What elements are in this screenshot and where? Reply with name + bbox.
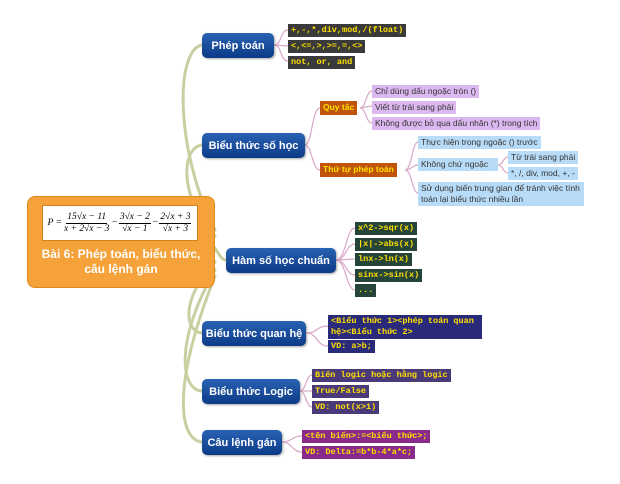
leaf-ham-ln[interactable]: lnx->ln(x) (355, 253, 413, 266)
formula-den-3: √x + 3 (162, 223, 189, 234)
leaf-khong-ngoac-2[interactable]: *, /, div, mod, +, - (508, 167, 578, 180)
formula-lhs: P = (47, 218, 62, 228)
leaf-ham-abs[interactable]: |x|->abs(x) (355, 238, 418, 251)
leaf-ham-sin[interactable]: sinx->sin(x) (355, 269, 423, 282)
branch-line-gan (181, 274, 217, 444)
leaf-khong-ngoac-1[interactable]: Từ trái sang phải (508, 151, 579, 164)
topic-bieu-thuc-logic[interactable]: Biểu thức Logic (202, 379, 300, 404)
formula-fraction-1: 15√x − 11 x + 2√x − 3 (63, 212, 110, 235)
leaf-arith-ops[interactable]: +,-,*,div,mod,/(float) (288, 24, 407, 37)
leaf-logic-example[interactable]: VD: not(x>1) (312, 401, 380, 414)
topic-phep-toan[interactable]: Phép toán (202, 33, 274, 58)
formula-num-2: 3√x − 2 (118, 211, 151, 224)
leaf-quy-tac-2[interactable]: Viết từ trái sang phải (372, 101, 457, 114)
formula-num-1: 15√x − 11 (66, 211, 108, 224)
leaf-thu-tu-1[interactable]: Thực hiện trong ngoặc () trước (418, 136, 541, 149)
leaf-logic-1[interactable]: Biến logic hoặc hằng logic (312, 369, 451, 382)
leaf-gan-syntax[interactable]: <tên biến>:=<biểu thức>; (302, 430, 431, 443)
formula-op-2: − (151, 218, 159, 228)
topic-bieu-thuc-so-hoc[interactable]: Biểu thức số học (202, 133, 305, 158)
leaf-relational-ops[interactable]: <,<=,>,>=,=,<> (288, 40, 366, 53)
formula-fraction-3: 2√x + 3 √x + 3 (159, 211, 192, 235)
topic-cau-lenh-gan[interactable]: Câu lệnh gán (202, 430, 282, 455)
leaf-quy-tac-1[interactable]: Chỉ dùng dấu ngoặc tròn () (372, 85, 480, 98)
leaf-ham-sqr[interactable]: x^2->sqr(x) (355, 222, 418, 235)
subtopic-quy-tac[interactable]: Quy tắc (320, 101, 358, 115)
subtopic-thu-tu-phep-toan[interactable]: Thứ tự phép toán (320, 163, 397, 177)
formula-fraction-2: 3√x − 2 √x − 1 (118, 211, 151, 235)
leaf-gan-example[interactable]: VD: Delta:=b*b-4*a*c; (302, 446, 416, 459)
central-title: Bài 6: Phép toán, biểu thức, câu lệnh gá… (41, 247, 201, 276)
central-topic[interactable]: P = 15√x − 11 x + 2√x − 3 − 3√x − 2 √x −… (27, 196, 215, 288)
leaf-ham-more[interactable]: ... (355, 284, 377, 297)
formula-op-1: − (111, 218, 118, 228)
leaf-thu-tu-3[interactable]: Sử dụng biến trung gian để tránh việc tí… (418, 182, 584, 206)
topic-bieu-thuc-quan-he[interactable]: Biểu thức quan hệ (202, 321, 306, 346)
leaf-quan-he-example[interactable]: VD: a>b; (328, 340, 375, 353)
topic-ham-so-hoc-chuan[interactable]: Hàm số học chuẩn (226, 248, 336, 273)
leaf-quan-he-syntax[interactable]: <Biểu thức 1><phép toán quan hệ><Biểu th… (328, 315, 482, 339)
formula-den-1: x + 2√x − 3 (63, 223, 110, 234)
leaf-logic-ops[interactable]: not, or, and (288, 56, 356, 69)
formula-den-2: √x − 1 (122, 223, 148, 234)
leaf-logic-2[interactable]: True/False (312, 385, 370, 398)
leaf-quy-tac-3[interactable]: Không được bỏ qua dấu nhân (*) trong tíc… (372, 117, 541, 130)
leaf-thu-tu-khong-ngoac[interactable]: Không chứ ngoặc (418, 158, 498, 171)
formula-num-3: 2√x + 3 (159, 211, 192, 224)
formula-box: P = 15√x − 11 x + 2√x − 3 − 3√x − 2 √x −… (42, 205, 198, 241)
branch-line-logic (183, 268, 217, 393)
branch-line-ham (213, 246, 228, 262)
